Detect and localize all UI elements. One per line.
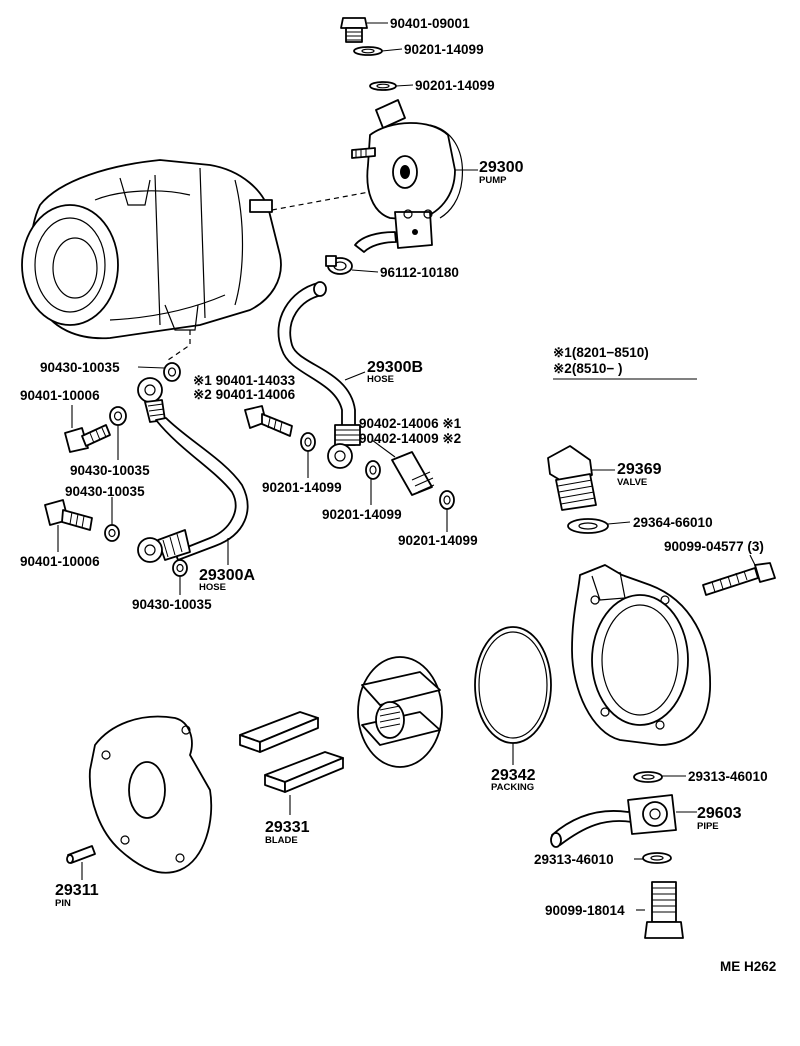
washer-mid-left [300, 432, 316, 478]
washer-top-1 [353, 46, 403, 56]
label-29331-name: BLADE [265, 835, 298, 846]
label-29313-46010-b: 29313-46010 [534, 852, 614, 867]
gasket-29313-46010-a [633, 771, 686, 783]
label-29300: 29300 [479, 159, 524, 176]
label-29313-46010-a: 29313-46010 [688, 769, 768, 784]
pipe-29603 [550, 794, 697, 848]
label-90402-14006: 90402-14006 ※1 [359, 416, 462, 431]
union-bolt-90401-14033 [244, 405, 293, 437]
union-bolt-90401-09001 [340, 17, 388, 43]
end-cover-plate [88, 715, 213, 874]
hose-29300a [137, 377, 249, 565]
label-90401-14033: ※1 90401-14033 [193, 373, 296, 388]
label-29369: 29369 [617, 461, 662, 478]
label-90201-14099-mid3: 90201-14099 [398, 533, 478, 548]
label-29300-name: PUMP [479, 175, 507, 186]
pump-housing [571, 564, 711, 746]
label-29300a-name: HOSE [199, 582, 226, 593]
label-29311-name: PIN [55, 898, 71, 909]
label-90402-14009: 90402-14009 ※2 [359, 431, 461, 446]
valve-29369 [547, 445, 615, 511]
rotor [357, 656, 443, 768]
label-29311: 29311 [55, 882, 99, 899]
label-90430-10035-b: 90430-10035 [70, 463, 150, 478]
washer-90430-10035-a [137, 362, 181, 382]
diagram-code: ME H262 [720, 959, 776, 974]
union-bolt-90401-10006-a [64, 405, 111, 453]
label-29300b: 29300B [367, 359, 423, 376]
label-90401-14006: ※2 90401-14006 [193, 387, 296, 402]
label-90099-18014: 90099-18014 [545, 903, 625, 918]
washer-top-2 [369, 81, 414, 91]
label-90430-10035-d: 90430-10035 [132, 597, 212, 612]
note-1: ※1(8201−8510) [553, 345, 649, 360]
label-90401-10006-a: 90401-10006 [20, 388, 100, 403]
hose-29300b [277, 281, 366, 469]
washer-mid-center [365, 460, 381, 505]
label-90430-10035-c: 90430-10035 [65, 484, 145, 499]
label-29364-66010: 29364-66010 [633, 515, 713, 530]
union-bolt-90099-18014 [636, 881, 684, 939]
label-29342: 29342 [491, 767, 536, 784]
label-29342-name: PACKING [491, 782, 534, 793]
label-90099-04577: 90099-04577 (3) [664, 539, 764, 554]
bolt-90099-04577 [702, 554, 776, 596]
label-29331: 29331 [265, 819, 310, 836]
label-29603-name: PIPE [697, 821, 719, 832]
washer-90430-10035-b [109, 406, 127, 460]
union-bolt-90401-10006-b [44, 499, 93, 552]
label-90401-09001: 90401-09001 [390, 16, 470, 31]
alternator-body-illustration [21, 159, 381, 361]
label-29300b-name: HOSE [367, 374, 394, 385]
washer-mid-right [439, 490, 455, 532]
gasket-29313-46010-b [634, 852, 672, 864]
label-90201-14099-mid1: 90201-14099 [262, 480, 342, 495]
label-90201-14099-top2: 90201-14099 [415, 78, 495, 93]
hose-clamp-96112-10180 [325, 255, 379, 275]
union-bolt-90402-14006 [371, 439, 435, 496]
label-29603: 29603 [697, 805, 742, 822]
note-2: ※2(8510− ) [553, 361, 622, 376]
label-90201-14099-mid2: 90201-14099 [322, 507, 402, 522]
washer-90430-10035-d [172, 559, 188, 595]
washer-90430-10035-c [104, 497, 120, 542]
label-90201-14099-top1: 90201-14099 [404, 42, 484, 57]
packing-29342 [474, 626, 552, 765]
pin-29311 [66, 845, 96, 880]
blade-29331 [239, 711, 344, 815]
vacuum-pump-29300 [351, 99, 478, 253]
gasket-29364-66010 [567, 518, 631, 534]
label-29369-name: VALVE [617, 477, 647, 488]
label-90430-10035-a: 90430-10035 [40, 360, 120, 375]
label-90401-10006-b: 90401-10006 [20, 554, 100, 569]
label-96112-10180: 96112-10180 [380, 265, 459, 280]
label-29300a: 29300A [199, 567, 255, 584]
